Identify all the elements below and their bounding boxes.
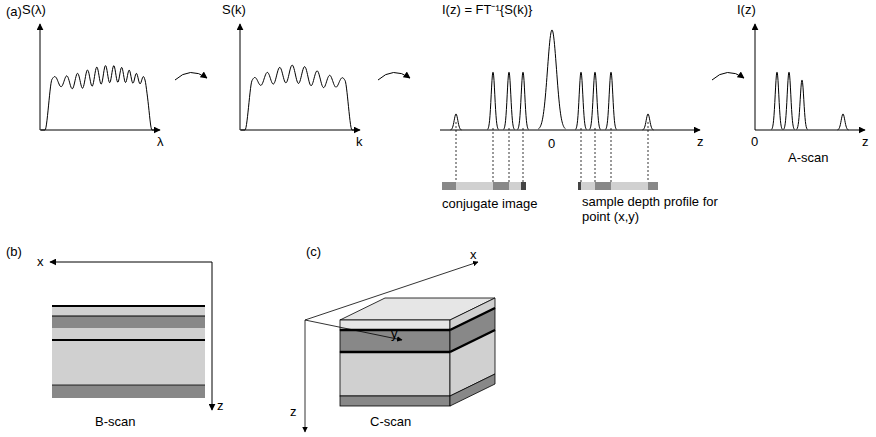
depth-peak <box>576 72 587 129</box>
axis-label: y <box>391 326 398 341</box>
depth-bar <box>442 182 658 190</box>
interference-spectrum <box>41 66 156 130</box>
depth-peak <box>838 114 849 130</box>
caption-label: B-scan <box>95 414 135 429</box>
axis-label: z <box>862 134 869 149</box>
depth-peak <box>772 72 783 129</box>
depth-peak <box>784 72 795 129</box>
axis-label: z <box>217 398 224 413</box>
axis-label: 0 <box>751 134 758 149</box>
axis-label: x <box>470 247 477 262</box>
depth-peak <box>518 72 529 129</box>
panel-label: (b) <box>6 244 22 259</box>
axis-label: S(λ) <box>22 2 46 17</box>
depth-peak <box>797 80 808 129</box>
axis-label: S(k) <box>222 2 246 17</box>
caption-label: C-scan <box>370 414 411 429</box>
b-scan <box>50 262 212 410</box>
dashed-leader <box>456 122 648 182</box>
axis-label: k <box>356 134 363 149</box>
depth-peak <box>539 30 566 129</box>
depth-peak <box>504 72 515 129</box>
axis-label: 0 <box>548 136 555 151</box>
axis-label: x <box>37 254 44 269</box>
axis-label: z <box>697 134 704 149</box>
axis-label: λ <box>157 134 164 149</box>
c-scan <box>305 262 495 432</box>
interference-spectrum <box>241 65 356 130</box>
panel-label: (c) <box>306 244 321 259</box>
caption-label: conjugate image <box>442 196 537 211</box>
axis-label: I(z) <box>737 2 756 17</box>
caption-label: A-scan <box>788 150 828 165</box>
panel-label: (a) <box>6 4 22 19</box>
depth-peak <box>606 72 617 129</box>
axes <box>40 24 865 130</box>
depth-peak <box>590 72 601 129</box>
caption-label: sample depth profile for point (x,y) <box>582 194 742 224</box>
depth-peak <box>488 72 499 129</box>
axis-label: z <box>290 404 297 419</box>
axis-label: I(z) = FT⁻¹{S(k)} <box>442 2 532 17</box>
